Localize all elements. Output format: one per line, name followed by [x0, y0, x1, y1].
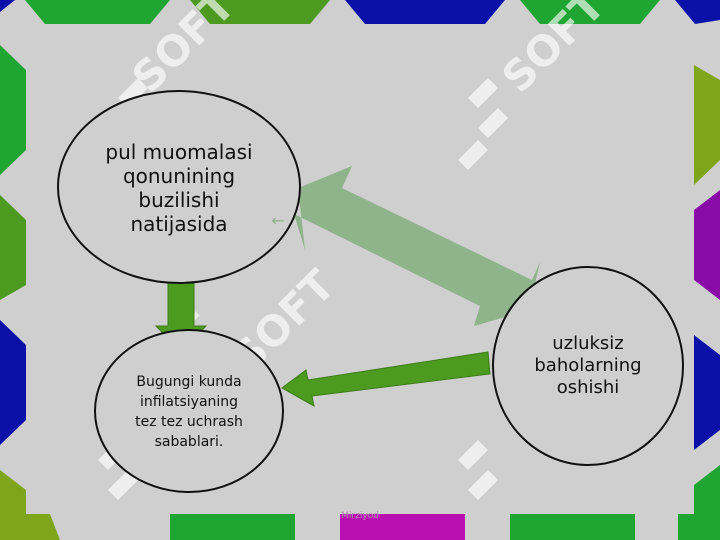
node-top-left	[57, 90, 301, 284]
left-arrow-connector	[281, 351, 491, 407]
double-arrow-connector	[294, 166, 540, 326]
node-right	[492, 266, 684, 466]
node-bottom-left-label: Bugungi kunda infilatsiyaning tez tez uc…	[135, 374, 243, 450]
logo-glyph	[458, 440, 498, 500]
node-right-label: uzluksiz baholarning oshishi	[534, 333, 642, 398]
node-top-left-label: pul muomalasi qonunining buzilishi natij…	[105, 140, 253, 236]
logo-glyph	[98, 440, 138, 500]
small-left-arrow-icon: ←	[271, 211, 284, 230]
node-bottom-left	[94, 329, 284, 493]
footer-text: Mirziyod	[341, 511, 379, 521]
logo-glyph	[458, 78, 508, 170]
